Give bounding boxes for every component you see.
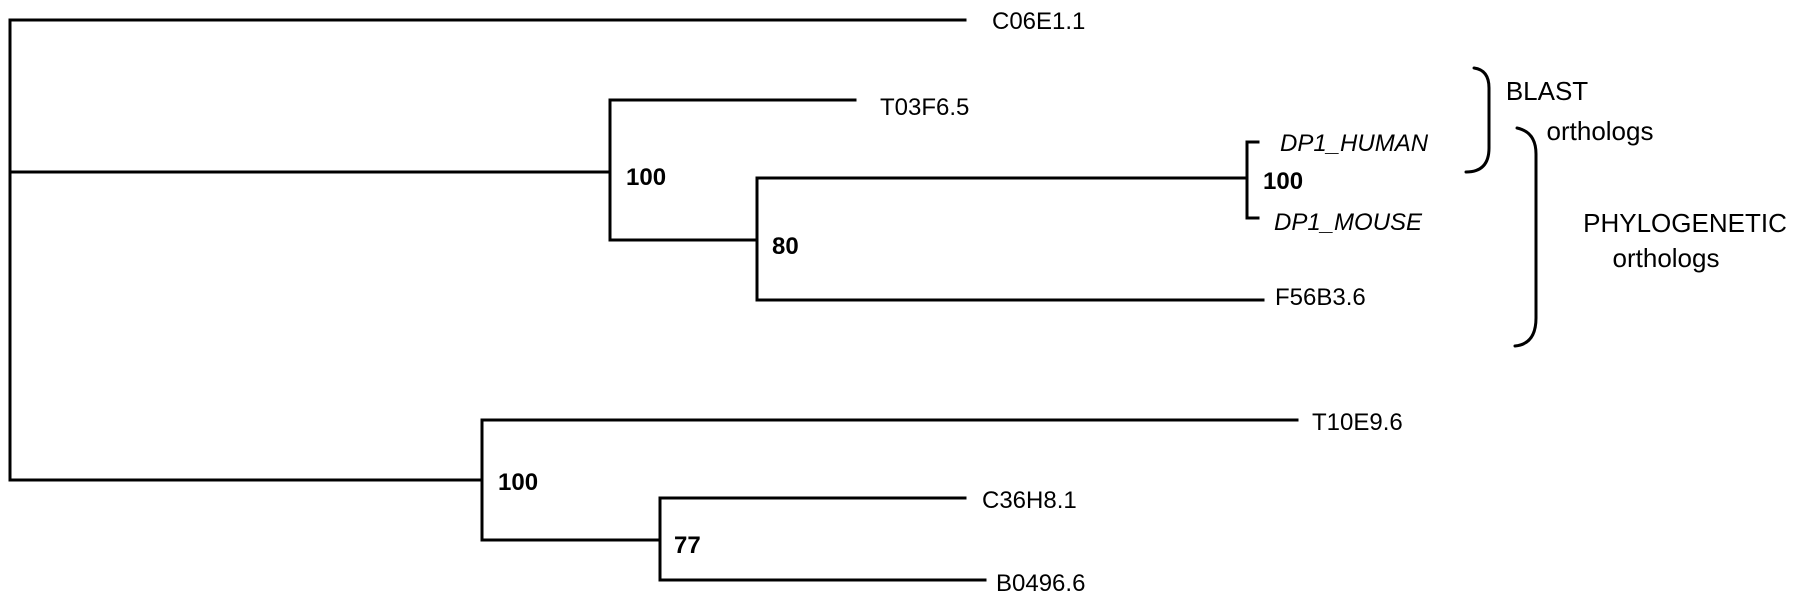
leaf-label-c36h8: C36H8.1 <box>982 487 1077 514</box>
phylogenetic-orthologs-label-line2: orthologs <box>1613 243 1720 273</box>
blast-orthologs-label-line1: BLAST <box>1506 76 1588 106</box>
leaf-label-dp1-human: DP1_HUMAN <box>1280 130 1429 157</box>
leaf-label-t10e9: T10E9.6 <box>1312 409 1403 436</box>
leaf-label-f56b3: F56B3.6 <box>1275 284 1366 311</box>
phylogenetic-orthologs-bracket <box>1513 126 1538 348</box>
support-value-dp1-pair: 100 <box>1263 168 1303 195</box>
support-value-lower-clade: 100 <box>498 469 538 496</box>
support-value-c36h8-b0496: 77 <box>674 532 701 559</box>
leaf-label-c06e1: C06E1.1 <box>992 8 1085 35</box>
leaf-label-t03f6: T03F6.5 <box>880 94 969 121</box>
leaf-label-b0496: B0496.6 <box>996 570 1085 597</box>
leaf-label-dp1-mouse: DP1_MOUSE <box>1274 209 1423 236</box>
support-value-upper-clade: 100 <box>626 164 666 191</box>
blast-orthologs-label-line2: orthologs <box>1547 116 1654 146</box>
blast-orthologs-bracket <box>1464 66 1491 174</box>
support-value-dp1-f56b3: 80 <box>772 233 799 260</box>
phylogenetic-orthologs-label-line1: PHYLOGENETIC <box>1583 208 1787 238</box>
